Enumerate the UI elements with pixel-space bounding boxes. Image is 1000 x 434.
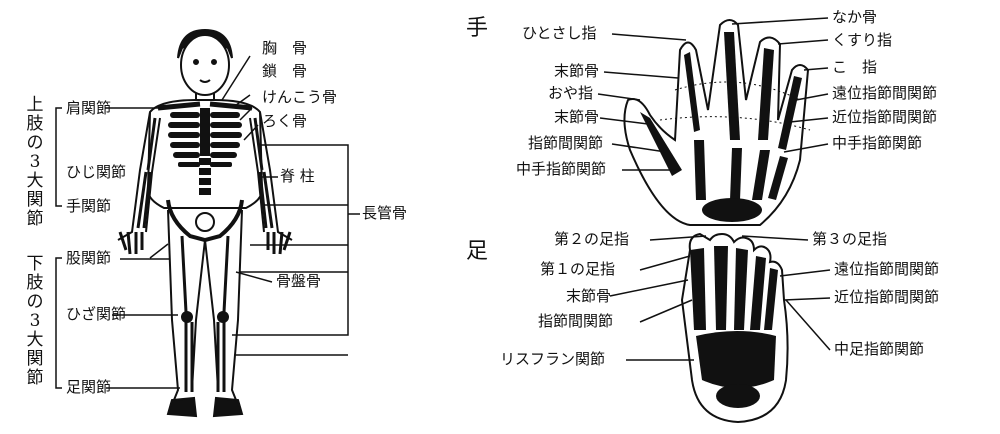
hand-connectors <box>597 17 829 171</box>
foot-ip-joint-label: 指節間関節 <box>538 312 614 330</box>
elbow-joint-label: ひじ関節 <box>66 163 127 181</box>
foot-dip-joint-label: 遠位指節間関節 <box>834 260 940 278</box>
right-connectors <box>221 55 360 356</box>
hip-joint-label: 股関節 <box>66 249 112 267</box>
limbs <box>117 111 293 418</box>
foot-pip-joint-label: 近位指節間関節 <box>834 288 940 306</box>
pip-joint-label: 近位指節間関節 <box>832 108 938 126</box>
thumb-label: おや指 <box>548 84 594 102</box>
distal-phalanx-label-a: 末節骨 <box>554 62 600 80</box>
hand-figure <box>623 19 811 226</box>
foot-distal-phalanx-label: 末節骨 <box>566 287 612 305</box>
hand-title: 手 <box>466 16 489 41</box>
upper-limb-group-label: 上肢の3大関節 <box>26 95 44 229</box>
dip-joint-label: 遠位指節間関節 <box>832 84 938 102</box>
distal-phalanx-label-b: 末節骨 <box>554 108 600 126</box>
little-finger-label: こ 指 <box>832 58 878 76</box>
middle-finger-label: なか骨 <box>832 8 878 26</box>
foot-title: 足 <box>466 239 489 264</box>
lisfranc-joint-label: リスフラン関節 <box>500 350 606 368</box>
knee-joint-label: ひざ関節 <box>66 305 127 323</box>
ring-finger-label: くすり指 <box>832 31 893 49</box>
wrist-joint-label: 手関節 <box>66 197 112 215</box>
mcp-joint-label-right: 中手指節関節 <box>832 134 923 152</box>
spine-label: 脊 柱 <box>280 167 315 185</box>
mcp-joint-label-left: 中手指節関節 <box>516 160 607 178</box>
first-toe-label: 第１の足指 <box>540 260 616 278</box>
scapula-label: けんこう骨 <box>262 88 338 106</box>
clavicle-label: 鎖 骨 <box>262 62 308 80</box>
rib-label: ろく骨 <box>262 112 308 130</box>
index-finger-label: ひとさし指 <box>522 24 597 42</box>
left-brackets <box>55 107 180 389</box>
ip-joint-label: 指節間関節 <box>528 134 604 152</box>
ankle-joint-label: 足関節 <box>66 378 112 396</box>
long-bone-label: 長管骨 <box>362 204 408 222</box>
second-toe-label: 第２の足指 <box>554 230 630 248</box>
sternum-label: 胸 骨 <box>262 39 308 57</box>
pelvis-label: 骨盤骨 <box>276 272 322 290</box>
third-toe-label: 第３の足指 <box>812 230 888 248</box>
foot-connectors <box>609 235 831 361</box>
foot-figure <box>680 232 789 424</box>
shoulder-joint-label: 肩関節 <box>66 99 112 117</box>
lower-limb-group-label: 下肢の3大関節 <box>26 254 44 388</box>
mtp-joint-label: 中足指節関節 <box>834 340 925 358</box>
ribcage <box>168 108 242 195</box>
